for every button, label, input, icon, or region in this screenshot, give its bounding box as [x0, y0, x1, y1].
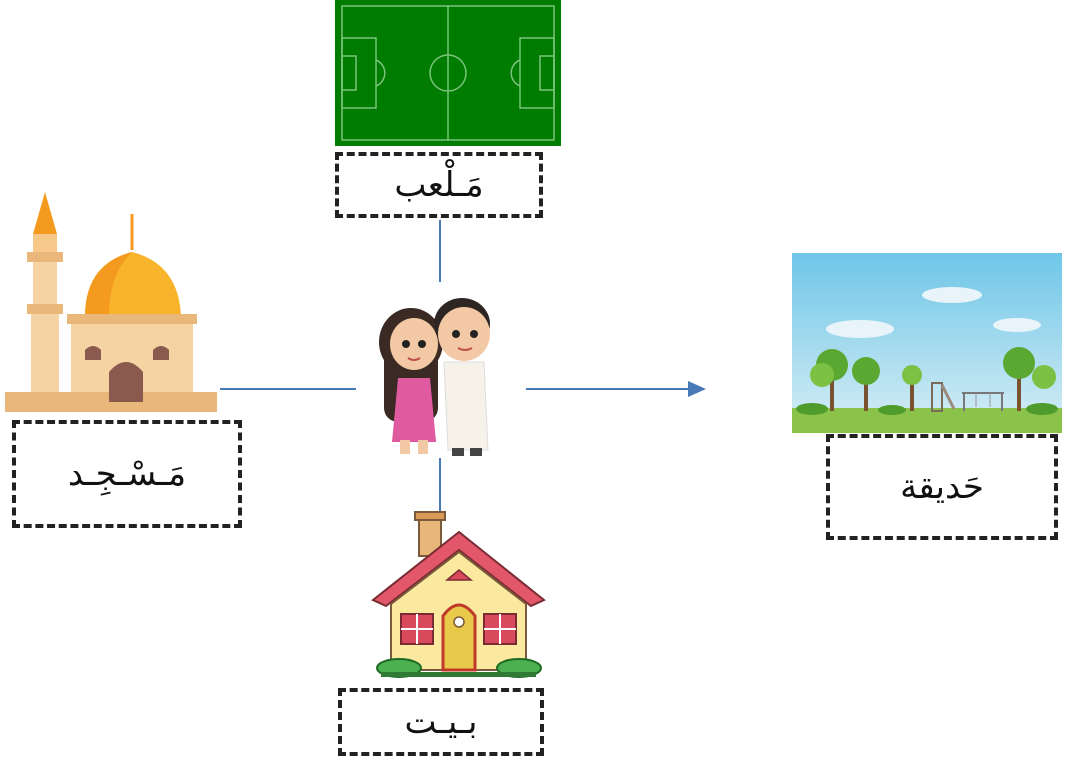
house-label-box: بـيـت: [338, 688, 544, 756]
stadium-label-box: مَـلْعب: [335, 152, 543, 218]
children-icon: [356, 282, 526, 458]
park-icon: [792, 253, 1062, 433]
mosque-label: مَـسْـجِـد: [67, 454, 187, 494]
mosque-label-box: مَـسْـجِـد: [12, 420, 242, 528]
house-label: بـيـت: [404, 702, 478, 742]
soccer-field-icon: [335, 0, 561, 146]
park-label-box: حَديقة: [826, 434, 1058, 540]
house-icon: [371, 510, 546, 680]
park-label: حَديقة: [900, 467, 984, 507]
mosque-icon: [5, 192, 217, 412]
stadium-label: مَـلْعب: [394, 165, 484, 205]
